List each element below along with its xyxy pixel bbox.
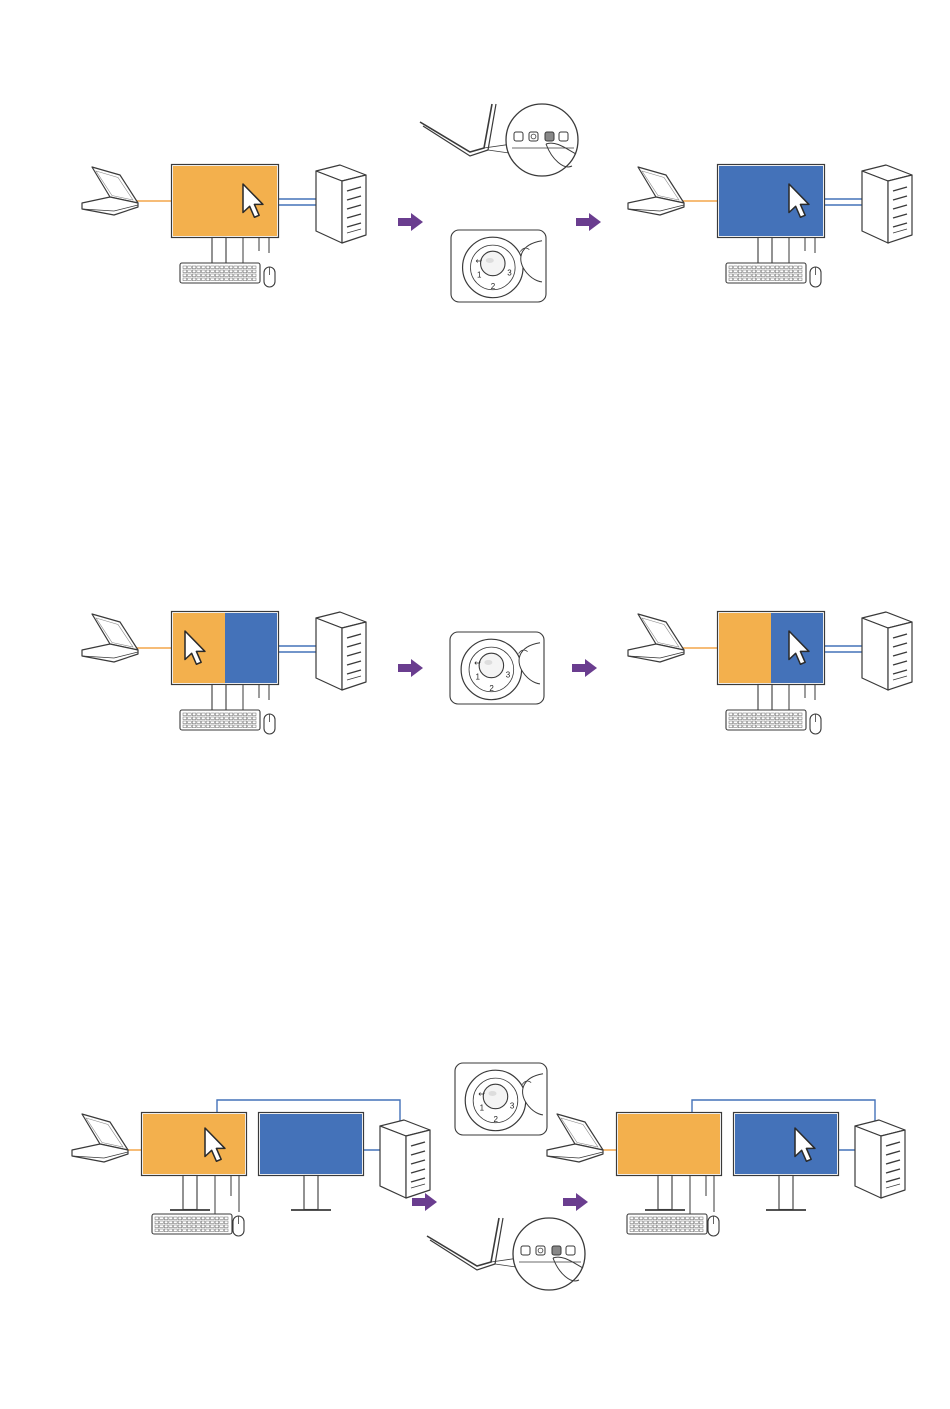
workstation [82, 165, 366, 288]
screen-right [225, 613, 277, 683]
arrow-right-icon [398, 213, 423, 231]
keyboard-icon [180, 710, 260, 730]
puck-label-1: 1 [477, 270, 482, 279]
scene-3: 12 3 ↩ [72, 1063, 905, 1290]
workstation [82, 612, 366, 735]
arrow-right-icon [576, 213, 601, 231]
monitor-icon [259, 1113, 364, 1211]
puck-label-2: 2 [489, 684, 494, 693]
puck-label-2: 2 [493, 1115, 498, 1124]
puck-label-1: 1 [480, 1103, 485, 1112]
workstation [628, 165, 912, 288]
desktop-tower-icon [855, 1120, 905, 1198]
keyboard-icon [180, 263, 260, 283]
arrow-right-icon [572, 659, 597, 677]
screen-left [719, 613, 771, 683]
monitor-icon [718, 612, 825, 720]
laptop-icon [72, 1114, 128, 1162]
mouse-icon [264, 267, 275, 287]
keyboard-icon [726, 263, 806, 283]
laptop-icon [628, 614, 684, 662]
desktop-tower-icon [316, 612, 366, 690]
laptop-icon [628, 167, 684, 215]
keyboard-icon [152, 1214, 232, 1234]
laptop-icon [547, 1114, 603, 1162]
monitor-icon [172, 612, 279, 720]
workstation [628, 612, 912, 735]
puck-back-symbol: ↩ [474, 658, 481, 667]
puck-controller-icon: 12 3 ↩ [450, 632, 544, 704]
monitor-icon [718, 165, 825, 273]
monitor-icon [734, 1113, 839, 1211]
screen [618, 1114, 720, 1174]
mouse-icon [264, 714, 275, 734]
screen [260, 1114, 362, 1174]
puck-label-3: 3 [507, 268, 512, 277]
puck-controller-icon: 12 3 ↩ [451, 230, 546, 302]
screen [719, 166, 823, 236]
puck-label-2: 2 [491, 282, 496, 291]
mouse-icon [708, 1216, 719, 1236]
screen [173, 166, 277, 236]
puck-back-symbol: ↩ [478, 1089, 485, 1098]
mouse-icon [810, 267, 821, 287]
keyboard-icon [627, 1214, 707, 1234]
puck-back-symbol: ↩ [476, 256, 483, 265]
puck-label-1: 1 [476, 672, 481, 681]
scene-2: 12 3 ↩ [82, 612, 912, 735]
monitor-icon [172, 165, 279, 273]
desktop-tower-icon [380, 1120, 430, 1198]
desktop-tower-icon [862, 612, 912, 690]
desktop-tower-icon [316, 165, 366, 243]
scene-1: 12 3 ↩ [82, 104, 912, 302]
dual-monitor-workstation [72, 1100, 430, 1236]
puck-label-3: 3 [506, 670, 511, 679]
mouse-icon [233, 1216, 244, 1236]
keyboard-icon [726, 710, 806, 730]
laptop-icon [82, 167, 138, 215]
desktop-tower-icon [862, 165, 912, 243]
puck-controller-icon: 12 3 ↩ [455, 1063, 547, 1135]
screen [143, 1114, 245, 1174]
mouse-icon [810, 714, 821, 734]
arrow-right-icon [412, 1193, 437, 1211]
dual-monitor-workstation [547, 1100, 905, 1236]
monitor-button-icon [420, 104, 578, 176]
arrow-right-icon [563, 1193, 588, 1211]
laptop-icon [82, 614, 138, 662]
arrow-right-icon [398, 659, 423, 677]
screen [735, 1114, 837, 1174]
puck-label-3: 3 [510, 1101, 515, 1110]
monitor-button-icon [427, 1218, 585, 1290]
